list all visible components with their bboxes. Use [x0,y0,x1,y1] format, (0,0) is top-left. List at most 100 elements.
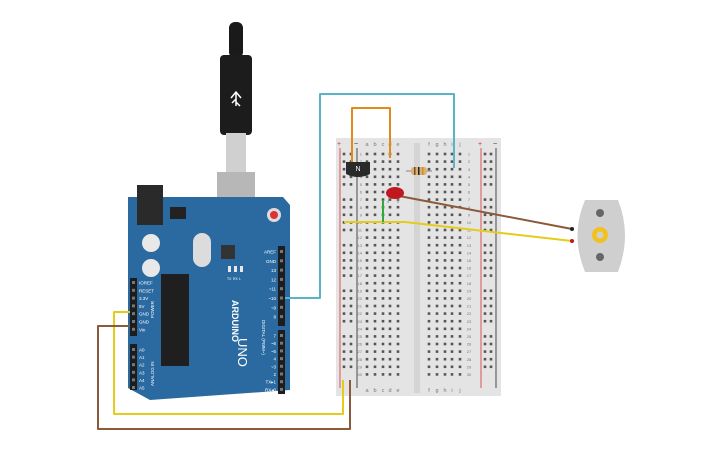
dc-jack [137,185,163,225]
row-number: 7 [468,197,471,202]
digital-pin-label: RX◂0 [265,387,277,392]
column-letter: j [458,388,460,394]
row-number: 1 [468,152,471,157]
row-number: 20 [467,296,472,301]
power-pin-label: 3.3V [139,296,148,301]
column-letter: d [388,388,391,394]
row-number: 29 [358,364,363,369]
column-letter: b [373,388,376,394]
row-number: 21 [358,304,363,309]
row-number: 26 [358,342,363,347]
digital-pin-label: ~6 [271,341,277,346]
row-number: 9 [468,212,471,217]
row-number: 18 [358,281,363,286]
row-number: 6 [360,190,363,195]
rail-minus-label-right: − [493,141,497,148]
arduino-brand-text: ARDUINO [230,300,240,342]
row-number: 15 [467,258,472,263]
row-number: 3 [468,167,471,172]
wires [97,93,573,430]
column-letter: h [443,142,446,148]
column-letter: f [428,388,430,394]
transistor-label: N [355,166,360,173]
column-letter: c [382,142,385,148]
digital-pin-label: GND [266,259,277,264]
rail-plus-label: + [337,141,341,148]
row-number: 13 [358,243,363,248]
analog-pin-label: A2 [139,363,145,368]
digital-header-label: DIGITAL (PWM~) [261,320,266,355]
capacitor-1 [142,234,160,252]
digital-pin-label: ~10 [268,296,276,301]
row-number: 5 [468,182,471,187]
center-channel [414,143,420,393]
resistor [406,167,432,175]
arduino-model-text: UNO [235,338,250,367]
wire-yellow-motor [344,221,573,242]
rail-minus-label: − [354,141,358,148]
row-number: 6 [468,190,471,195]
column-letter: g [435,388,438,394]
row-number: 12 [358,235,363,240]
row-number: 21 [467,304,472,309]
analog-pin-label: A4 [139,378,145,383]
row-number: 24 [467,326,472,331]
analog-pin-label: A5 [139,386,145,391]
row-number: 7 [360,197,363,202]
row-number: 22 [358,311,363,316]
row-number: 17 [358,273,363,278]
row-number: 30 [467,372,472,377]
digital-pin-label: ~11 [269,287,277,292]
row-number: 10 [467,220,472,225]
power-pin-label: Vin [139,327,146,332]
dc-motor [570,200,625,272]
power-pin-label: RESET [139,288,154,293]
digital-pin-label: 12 [271,277,277,282]
wire-brown-motor [393,194,573,230]
column-letter: b [373,142,376,148]
digital-pin-label: ~5 [271,349,277,354]
row-number: 8 [360,205,363,210]
row-number: 19 [358,288,363,293]
power-pin-label: 5V [139,304,145,309]
usb-cable [217,22,255,224]
row-number: 29 [467,364,472,369]
digital-pin-label: ~3 [271,364,277,369]
row-number: 23 [358,319,363,324]
column-letter: f [428,142,430,148]
power-header-label: POWER [150,300,155,318]
analog-pin-label: A3 [139,370,145,375]
analog-pin-label: A0 [139,348,145,353]
analog-header-label: ANALOG IN [150,361,155,386]
column-letter: g [435,142,438,148]
row-number: 20 [358,296,363,301]
row-number: 11 [358,228,363,233]
digital-pin-label: TX▸1 [265,380,276,385]
row-number: 2 [360,159,363,164]
capacitor-2 [142,259,160,277]
board-led-label: TX [227,277,232,281]
digital-header-bottom [278,330,285,394]
row-number: 15 [358,258,363,263]
row-number: 5 [360,182,363,187]
row-number: 25 [467,334,472,339]
column-letter: j [458,142,460,148]
digital-pin-label: 2 [273,372,276,377]
digital-pin-label: ~9 [271,305,277,310]
transistor: N [346,162,370,177]
digital-header-top [278,246,285,326]
row-number: 17 [467,273,472,278]
row-number: 14 [467,250,472,255]
crystal [193,233,211,267]
row-number: 27 [467,349,472,354]
row-number: 25 [358,334,363,339]
digital-pin-label: 13 [271,268,277,273]
row-number: 12 [467,235,472,240]
board-led-label: RX [233,277,239,281]
row-number: 24 [358,326,363,331]
row-number: 19 [467,288,472,293]
column-letter: e [396,388,399,394]
